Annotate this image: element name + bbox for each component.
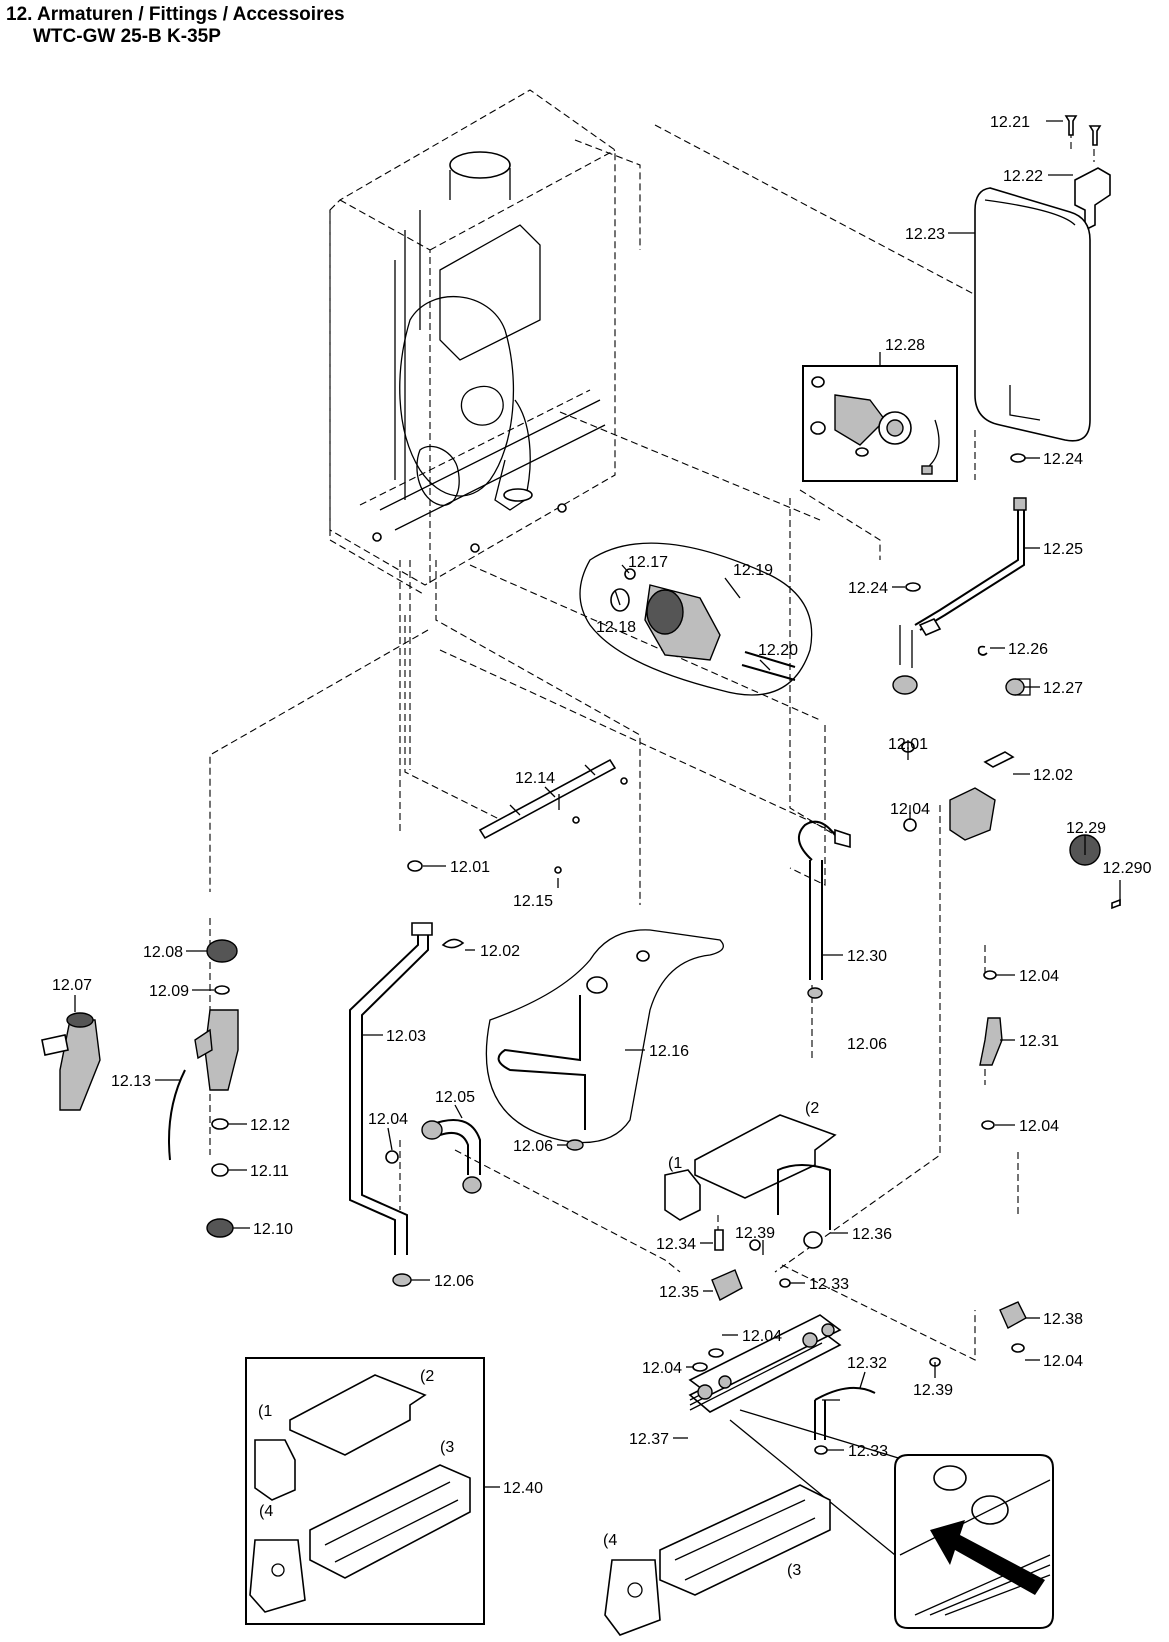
kit-marker-3: (3 xyxy=(787,1562,801,1579)
plug-12-27 xyxy=(1005,678,1031,696)
label-12-08: 12.08 xyxy=(143,944,183,961)
pipe-12-30 xyxy=(797,820,851,999)
label-12-06-c: 12.06 xyxy=(434,1273,474,1290)
label-12-31: 12.31 xyxy=(1019,1033,1059,1050)
title-line-1: 12. Armaturen / Fittings / Accessoires xyxy=(6,4,345,25)
label-12-04-b: 12.04 xyxy=(1019,968,1059,985)
balloon-12-19 xyxy=(579,542,813,696)
kit-marker-1: (1 xyxy=(668,1155,682,1172)
label-12-19: 12.19 xyxy=(733,562,773,579)
expansion-vessel-12-23 xyxy=(974,187,1091,442)
label-12-33-b: 12.33 xyxy=(848,1443,888,1460)
label-12-04-e: 12.04 xyxy=(742,1328,782,1345)
label-12-04-f: 12.04 xyxy=(1043,1353,1083,1370)
detail-inset xyxy=(894,1454,1054,1629)
label-12-20: 12.20 xyxy=(758,642,798,659)
kit-marker-2: (2 xyxy=(805,1100,819,1117)
pipe-12-03 xyxy=(349,860,465,1287)
pipe-12-25 xyxy=(892,497,1027,695)
kit-parts-middle xyxy=(664,1114,837,1301)
label-12-34: 12.34 xyxy=(656,1236,696,1253)
part-number-labels: 12.21 12.22 12.23 12.28 12.24 12.25 12.2… xyxy=(52,114,1152,1497)
label-12-26: 12.26 xyxy=(1008,641,1048,658)
label-12-28: 12.28 xyxy=(885,337,925,354)
kit-box-marker-3: (3 xyxy=(440,1439,454,1456)
label-12-04-g: 12.04 xyxy=(642,1360,682,1377)
label-12-32: 12.32 xyxy=(847,1355,887,1372)
label-12-18: 12.18 xyxy=(596,619,636,636)
kit-marker-4: (4 xyxy=(603,1532,617,1549)
label-12-23: 12.23 xyxy=(905,226,945,243)
label-12-05: 12.05 xyxy=(435,1089,475,1106)
siphon-group-12-07 xyxy=(41,939,239,1238)
label-12-15: 12.15 xyxy=(513,893,553,910)
label-12-24-a: 12.24 xyxy=(1043,451,1083,468)
kit-markers: (1 (2 (3 (4 (1 (2 (3 (4 xyxy=(258,1100,819,1579)
label-12-30: 12.30 xyxy=(847,948,887,965)
assembly-leader-lines xyxy=(209,120,1095,1361)
label-12-22: 12.22 xyxy=(1003,168,1043,185)
kit-box-marker-2: (2 xyxy=(420,1368,434,1385)
label-12-39-b: 12.39 xyxy=(913,1382,953,1399)
label-12-12: 12.12 xyxy=(250,1117,290,1134)
part-box-12-28 xyxy=(802,352,958,482)
title-line-2: WTC-GW 25-B K-35P xyxy=(33,26,221,47)
balloon-12-16 xyxy=(485,929,724,1151)
label-12-04-a: 12.04 xyxy=(890,801,930,818)
label-12-36: 12.36 xyxy=(852,1226,892,1243)
valve-group-12-29 xyxy=(901,741,1121,910)
heat-exchanger-12-37 xyxy=(688,1301,1027,1556)
label-12-13: 12.13 xyxy=(111,1073,151,1090)
boiler-housing xyxy=(329,89,986,836)
clip-12-26 xyxy=(977,645,988,656)
page-title: 12. Armaturen / Fittings / Accessoires W… xyxy=(6,4,345,48)
label-12-38: 12.38 xyxy=(1043,1311,1083,1328)
label-12-27: 12.27 xyxy=(1043,680,1083,697)
washer-12-24-mid xyxy=(905,582,921,592)
label-12-07: 12.07 xyxy=(52,977,92,994)
label-12-16: 12.16 xyxy=(649,1043,689,1060)
bracket-12-14 xyxy=(478,758,628,874)
label-12-04-d: 12.04 xyxy=(1019,1118,1059,1135)
label-12-29: 12.29 xyxy=(1066,820,1106,837)
elbow-12-05 xyxy=(385,1119,482,1194)
label-12-24-b: 12.24 xyxy=(848,580,888,597)
bracket-12-22 xyxy=(1074,167,1111,232)
label-12-04-c: 12.04 xyxy=(368,1111,408,1128)
label-12-35: 12.35 xyxy=(659,1284,699,1301)
label-12-01-a: 12.01 xyxy=(888,736,928,753)
label-12-06-a: 12.06 xyxy=(847,1036,887,1053)
label-12-25: 12.25 xyxy=(1043,541,1083,558)
label-12-39-a: 12.39 xyxy=(735,1225,775,1242)
kit-box-marker-1: (1 xyxy=(258,1403,272,1420)
label-12-10: 12.10 xyxy=(253,1221,293,1238)
label-12-06-b: 12.06 xyxy=(513,1138,553,1155)
screw-12-21 xyxy=(1064,115,1102,146)
kit-parts-bottom xyxy=(604,1484,831,1636)
washer-12-24-top xyxy=(1010,453,1026,463)
label-12-01-b: 12.01 xyxy=(450,859,490,876)
label-12-09: 12.09 xyxy=(149,983,189,1000)
label-12-03: 12.03 xyxy=(386,1028,426,1045)
pipe-12-31 xyxy=(979,970,1003,1130)
kit-box-marker-4: (4 xyxy=(259,1503,273,1520)
label-12-33-a: 12.33 xyxy=(809,1276,849,1293)
label-12-21: 12.21 xyxy=(990,114,1030,131)
label-12-02-b: 12.02 xyxy=(480,943,520,960)
label-12-11: 12.11 xyxy=(250,1163,289,1180)
kit-box-12-40 xyxy=(245,1357,500,1625)
label-12-37: 12.37 xyxy=(629,1431,669,1448)
label-12-40: 12.40 xyxy=(503,1480,543,1497)
label-12-02-a: 12.02 xyxy=(1033,767,1073,784)
label-12-14: 12.14 xyxy=(515,770,555,787)
label-12-290: 12.290 xyxy=(1103,860,1152,877)
label-leaders xyxy=(74,120,1121,1451)
label-12-17: 12.17 xyxy=(628,554,668,571)
